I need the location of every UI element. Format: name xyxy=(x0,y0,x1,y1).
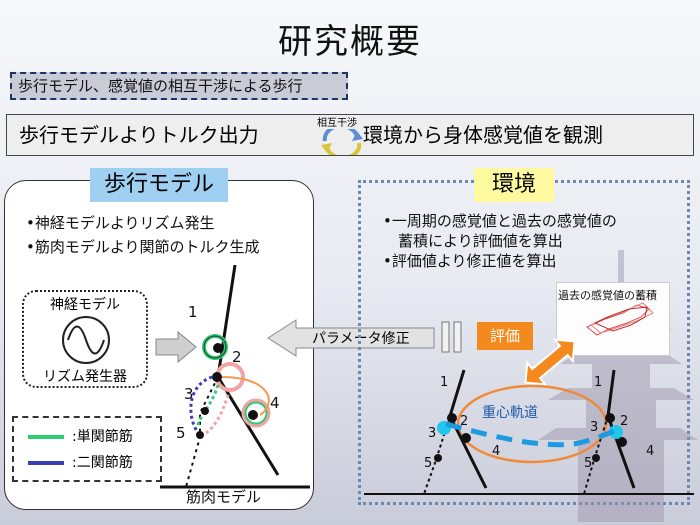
muscle-model-label: 筋肉モデル xyxy=(186,488,262,506)
summary-left-text: 歩行モデルよりトルク出力 xyxy=(19,123,259,147)
knee-joint-ring-pink xyxy=(241,398,271,428)
subtitle-box: 歩行モデル、感覚値の相互干渉による歩行 xyxy=(10,72,348,100)
accumulation-label: 過去の感覚値の蓄積 xyxy=(558,289,657,302)
env-bullet-line1: •一周期の感覚値と過去の感覚値の xyxy=(383,212,617,230)
env-bullet-line3: •評価値より修正値を算出 xyxy=(383,252,557,270)
joint-label-2: 2 xyxy=(232,348,242,366)
env-right-label-1: 1 xyxy=(594,375,603,390)
env-left-label-3: 3 xyxy=(428,426,437,441)
right-arrow-icon xyxy=(155,330,197,364)
subtitle-text: 歩行モデル、感覚値の相互干渉による歩行 xyxy=(18,77,303,95)
pink-dotted-muscle xyxy=(205,388,232,435)
joint-label-4: 4 xyxy=(270,394,280,412)
com-trajectory-line xyxy=(445,421,622,448)
knee-joint-ring xyxy=(243,400,269,426)
arrow-tail-bars xyxy=(441,321,462,353)
com-trajectory-label: 重心軌道 xyxy=(482,405,538,421)
env-left-label-4: 4 xyxy=(492,444,501,459)
summary-bar: 歩行モデルよりトルク出力 相互干渉 環境から身体感覚値を観測 xyxy=(6,114,694,156)
env-right-label-3: 3 xyxy=(590,420,599,435)
muscle-leg-figure xyxy=(160,265,310,489)
legend-label-biarticular: :二関節筋 xyxy=(72,455,133,471)
evaluation-tag: 評価 xyxy=(477,322,533,350)
neural-model-box: 神経モデル リズム発生器 xyxy=(22,290,148,388)
neural-model-label: 神経モデル xyxy=(50,297,120,313)
uniarticular-muscle-green xyxy=(196,384,220,426)
exchange-label: 相互干渉 xyxy=(317,118,357,129)
left-arrow-icon xyxy=(267,319,435,357)
walking-cycle-ring xyxy=(456,384,608,464)
hip-joint-ring-outer xyxy=(203,335,227,359)
com-trajectory-figure xyxy=(364,369,694,495)
env-right-label-2: 2 xyxy=(620,414,629,429)
biarticular-muscle-orange xyxy=(221,376,270,416)
exchange-arrows-icon xyxy=(321,129,363,155)
legend-swatch-uniarticular xyxy=(28,435,64,439)
biarticular-muscle-blue xyxy=(189,375,213,434)
env-right-label-5: 5 xyxy=(584,456,593,471)
env-right-label-4: 4 xyxy=(646,444,655,459)
env-left-label-2: 2 xyxy=(460,414,469,429)
env-left-label-1: 1 xyxy=(440,375,449,390)
accumulation-trace xyxy=(586,302,654,336)
env-bullet-line2: 蓄積により評価値を算出 xyxy=(383,232,563,250)
com-point-right xyxy=(609,425,623,439)
shank-segment xyxy=(216,376,280,476)
muscle-legend: :単関節筋 :二関節筋 xyxy=(12,416,162,482)
environment-header: 環境 xyxy=(474,168,554,202)
joint-label-5: 5 xyxy=(176,424,186,442)
walking-model-header: 歩行モデル xyxy=(90,168,228,202)
joint-label-1: 1 xyxy=(188,303,198,321)
double-arrow-icon xyxy=(524,338,576,386)
model-bullet-rhythm: •神経モデルよりリズム発生 xyxy=(26,214,215,232)
env-left-label-5: 5 xyxy=(424,456,433,471)
legend-label-uniarticular: :単関節筋 xyxy=(72,429,133,445)
rhythm-generator-label: リズム発生器 xyxy=(43,369,127,385)
legend-swatch-biarticular xyxy=(28,461,64,465)
summary-right-text: 環境から身体感覚値を観測 xyxy=(363,123,603,147)
page-title: 研究概要 xyxy=(278,22,422,62)
joint-label-3: 3 xyxy=(184,385,194,403)
sine-wave-icon xyxy=(62,316,110,364)
model-bullet-torque: •筋肉モデルより関節のトルク生成 xyxy=(26,238,260,256)
